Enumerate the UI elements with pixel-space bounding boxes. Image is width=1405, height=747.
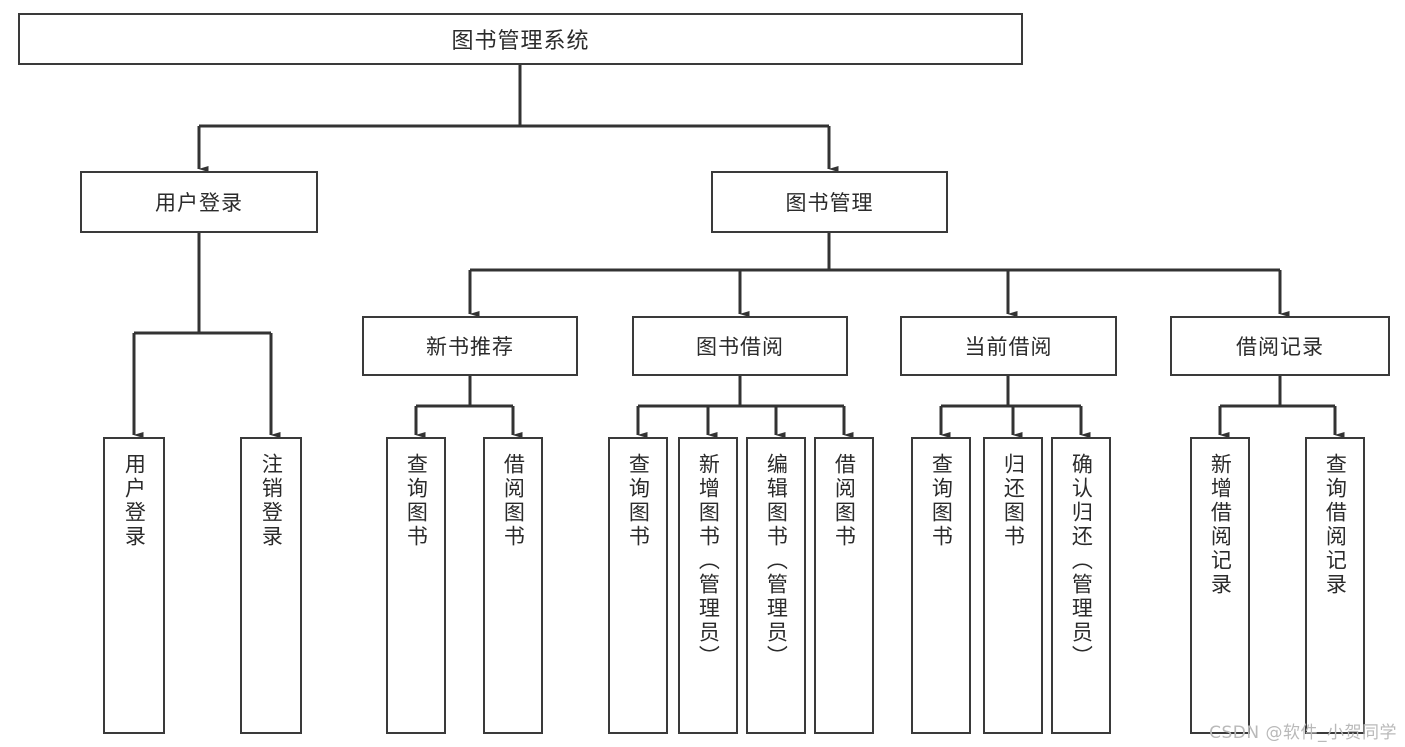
watermark-text: CSDN @软件_小贺同学 — [1209, 723, 1397, 743]
node-leaf-edit-book[interactable]: 编辑图书（管理员） — [746, 437, 806, 734]
node-new-book-recommend-label: 新书推荐 — [426, 335, 514, 359]
node-leaf-add-record[interactable]: 新增借阅记录 — [1190, 437, 1250, 734]
node-book-manage[interactable]: 图书管理 — [711, 171, 948, 233]
node-borrow-record-label: 借阅记录 — [1236, 335, 1324, 359]
node-leaf-query-record[interactable]: 查询借阅记录 — [1305, 437, 1365, 734]
node-root[interactable]: 图书管理系统 — [18, 13, 1023, 65]
node-leaf-user-logout-label: 注销登录 — [259, 453, 284, 549]
node-leaf-query-book-rec[interactable]: 查询图书 — [386, 437, 446, 734]
node-leaf-borrow-book-bor[interactable]: 借阅图书 — [814, 437, 874, 734]
node-leaf-query-book-rec-label: 查询图书 — [404, 453, 429, 549]
node-leaf-user-login[interactable]: 用户登录 — [103, 437, 165, 734]
node-leaf-return-book-label: 归还图书 — [1001, 453, 1026, 549]
node-leaf-add-record-label: 新增借阅记录 — [1208, 453, 1233, 597]
node-leaf-borrow-book-rec-label: 借阅图书 — [501, 453, 526, 549]
node-leaf-return-book[interactable]: 归还图书 — [983, 437, 1043, 734]
node-leaf-add-book-label: 新增图书（管理员） — [696, 453, 721, 669]
node-borrow-record[interactable]: 借阅记录 — [1170, 316, 1390, 376]
node-root-label: 图书管理系统 — [451, 29, 590, 54]
node-user-login[interactable]: 用户登录 — [80, 171, 318, 233]
node-leaf-borrow-book-rec[interactable]: 借阅图书 — [483, 437, 543, 734]
node-leaf-query-record-label: 查询借阅记录 — [1323, 453, 1348, 597]
node-book-manage-label: 图书管理 — [785, 191, 874, 215]
node-leaf-user-logout[interactable]: 注销登录 — [240, 437, 302, 734]
node-leaf-borrow-book-bor-label: 借阅图书 — [832, 453, 857, 549]
node-book-borrow-label: 图书借阅 — [696, 335, 784, 359]
node-leaf-query-book-cur[interactable]: 查询图书 — [911, 437, 971, 734]
node-new-book-recommend[interactable]: 新书推荐 — [362, 316, 578, 376]
node-book-borrow[interactable]: 图书借阅 — [632, 316, 848, 376]
node-leaf-query-book-cur-label: 查询图书 — [929, 453, 954, 549]
node-current-borrow-label: 当前借阅 — [964, 335, 1053, 359]
node-leaf-user-login-label: 用户登录 — [122, 453, 147, 549]
node-leaf-edit-book-label: 编辑图书（管理员） — [764, 453, 789, 669]
node-leaf-confirm-return-label: 确认归还（管理员） — [1069, 453, 1094, 669]
node-user-login-label: 用户登录 — [155, 191, 243, 215]
node-leaf-query-book-bor-label: 查询图书 — [626, 453, 651, 549]
node-leaf-query-book-bor[interactable]: 查询图书 — [608, 437, 668, 734]
node-current-borrow[interactable]: 当前借阅 — [900, 316, 1117, 376]
node-leaf-confirm-return[interactable]: 确认归还（管理员） — [1051, 437, 1111, 734]
node-leaf-add-book[interactable]: 新增图书（管理员） — [678, 437, 738, 734]
